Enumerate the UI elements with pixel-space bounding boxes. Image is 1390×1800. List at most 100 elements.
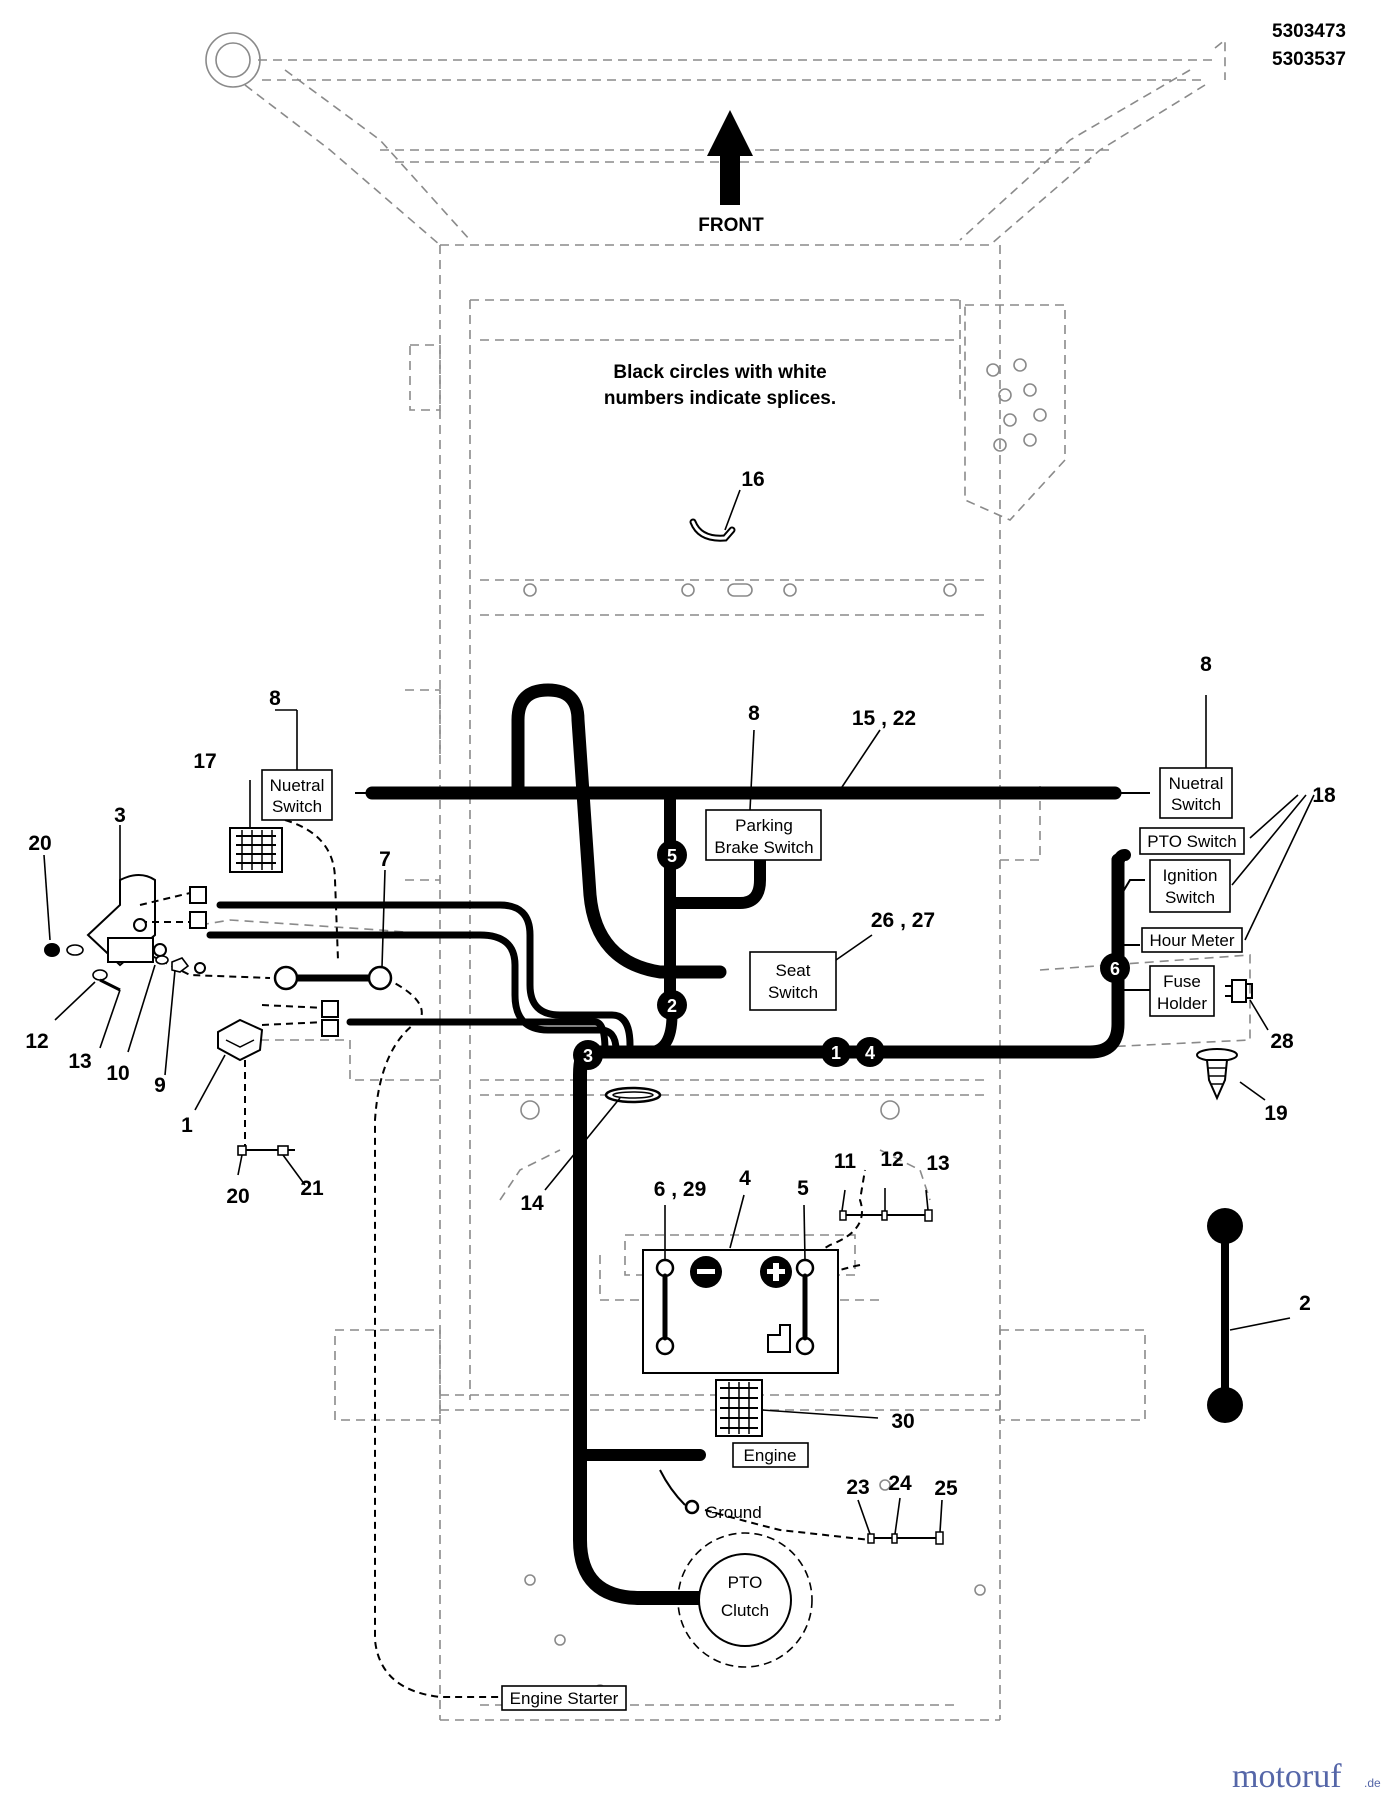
- box-seat-switch: Seat Switch: [749, 951, 837, 1011]
- front-arrow-icon: [707, 110, 753, 205]
- callout-20: 20: [28, 832, 51, 855]
- callout-28: 28: [1270, 1030, 1294, 1053]
- svg-text:Nuetral: Nuetral: [1169, 774, 1224, 793]
- bracket-icon: [217, 1018, 264, 1062]
- box-engine: Engine: [732, 1442, 809, 1468]
- callout-8c: 8: [1200, 653, 1212, 676]
- dash-panel-holes: [986, 358, 1047, 452]
- callout-17: 17: [193, 750, 216, 773]
- box-hour-meter: Hour Meter: [1141, 927, 1243, 953]
- callout-13: 13: [68, 1050, 91, 1073]
- svg-text:Fuse: Fuse: [1163, 972, 1201, 991]
- wire-harness: [206, 683, 1150, 1605]
- relay-30-icon: [715, 1379, 763, 1437]
- box-pto-switch: PTO Switch: [1139, 827, 1245, 855]
- splice-6: 6: [1100, 953, 1130, 983]
- svg-text:Hour Meter: Hour Meter: [1149, 931, 1234, 950]
- callout-8: 8: [269, 687, 281, 710]
- callout-1: 1: [181, 1114, 193, 1137]
- callout-9: 9: [154, 1074, 166, 1097]
- box-fuse-holder: Fuse Holder: [1149, 965, 1215, 1017]
- callout-12: 12: [25, 1030, 48, 1053]
- starter-solenoid-icon: [66, 874, 167, 967]
- callout-13b: 13: [926, 1152, 949, 1175]
- box-neutral-switch-left: Nuetral Switch: [261, 769, 333, 821]
- svg-text:Engine Starter: Engine Starter: [510, 1689, 619, 1708]
- svg-text:1: 1: [831, 1043, 841, 1063]
- box-neutral-switch-right: Nuetral Switch: [1159, 767, 1233, 819]
- leader-lines: [43, 489, 1315, 1535]
- splice-5: 5: [657, 840, 687, 870]
- part-number-1: 5303473: [1272, 21, 1346, 42]
- svg-text:motoruf: motoruf: [1232, 1758, 1342, 1795]
- callout-2: 2: [1299, 1292, 1311, 1315]
- front-label: FRONT: [698, 215, 764, 236]
- callout-24: 24: [888, 1472, 912, 1495]
- bolt-set-icon: [867, 1531, 944, 1545]
- splice-note-line-1: Black circles with white: [613, 362, 826, 383]
- callout-3: 3: [114, 804, 126, 827]
- callout-26-27: 26 , 27: [871, 909, 935, 932]
- callout-16: 16: [741, 468, 764, 491]
- callout-14: 14: [520, 1192, 544, 1215]
- push-rivet-icon: [1196, 1048, 1238, 1101]
- svg-text:3: 3: [583, 1046, 593, 1066]
- svg-text:Switch: Switch: [1171, 795, 1221, 814]
- callout-23: 23: [846, 1476, 869, 1499]
- callout-7: 7: [379, 848, 391, 871]
- solenoid-connectors: [189, 886, 207, 974]
- svg-text:Seat: Seat: [776, 961, 811, 980]
- grommet-left-icon: [273, 965, 299, 991]
- svg-text:PTO Switch: PTO Switch: [1147, 832, 1236, 851]
- svg-text:Switch: Switch: [272, 797, 322, 816]
- callout-19: 19: [1264, 1102, 1287, 1125]
- fuse-icon: [1225, 979, 1253, 1003]
- grommet-14-icon: [604, 1086, 662, 1104]
- pto-clutch-label-2: Clutch: [721, 1601, 769, 1620]
- callout-21: 21: [300, 1177, 324, 1200]
- callouts: 8 17 3 20 7 12 13 10 9 1 20 21 16 8 15 ,…: [25, 468, 1336, 1500]
- splice-2: 2: [657, 990, 687, 1020]
- svg-text:2: 2: [667, 996, 677, 1016]
- battery-icon: [642, 1249, 839, 1374]
- relay-icon: [229, 827, 283, 873]
- callout-5: 5: [797, 1177, 809, 1200]
- callout-10: 10: [106, 1062, 129, 1085]
- callout-12b: 12: [880, 1148, 903, 1171]
- callout-30: 30: [891, 1410, 914, 1433]
- svg-text:Switch: Switch: [768, 983, 818, 1002]
- box-parking-brake-switch: Parking Brake Switch: [705, 809, 822, 861]
- svg-text:Nuetral: Nuetral: [270, 776, 325, 795]
- part-number-2: 5303537: [1272, 49, 1346, 70]
- callout-15-22: 15 , 22: [852, 707, 916, 730]
- svg-text:5: 5: [667, 846, 677, 866]
- pto-clutch: PTO Clutch: [677, 1532, 813, 1668]
- pto-clutch-label-1: PTO: [728, 1573, 763, 1592]
- svg-text:4: 4: [865, 1043, 875, 1063]
- bolt-set-icon: [839, 1209, 933, 1222]
- callout-8b: 8: [748, 702, 760, 725]
- splice-4: 4: [855, 1037, 885, 1067]
- callout-11: 11: [834, 1150, 857, 1173]
- svg-text:Holder: Holder: [1157, 994, 1207, 1013]
- box-engine-starter: Engine Starter: [501, 1685, 627, 1711]
- callout-25: 25: [934, 1477, 958, 1500]
- grommet-right-icon: [367, 965, 393, 991]
- svg-text:Brake Switch: Brake Switch: [714, 838, 813, 857]
- splice-1: 1: [821, 1037, 851, 1067]
- svg-text:Ignition: Ignition: [1163, 866, 1218, 885]
- splice-3: 3: [573, 1040, 603, 1070]
- tractor-frame: [199, 32, 1251, 1721]
- callout-18: 18: [1312, 784, 1336, 807]
- ground-label: Ground: [705, 1503, 762, 1522]
- watermark-logo: motoruf .de: [1232, 1758, 1381, 1795]
- connector-icon: [321, 1000, 339, 1018]
- hardware-parts-icon: [44, 943, 190, 992]
- svg-text:.de: .de: [1364, 1776, 1381, 1790]
- dashed-wires: [139, 819, 871, 1698]
- svg-text:Parking: Parking: [735, 816, 793, 835]
- splice-note-line-2: numbers indicate splices.: [604, 388, 836, 409]
- callout-4: 4: [739, 1167, 751, 1190]
- box-ignition-switch: Ignition Switch: [1149, 859, 1231, 913]
